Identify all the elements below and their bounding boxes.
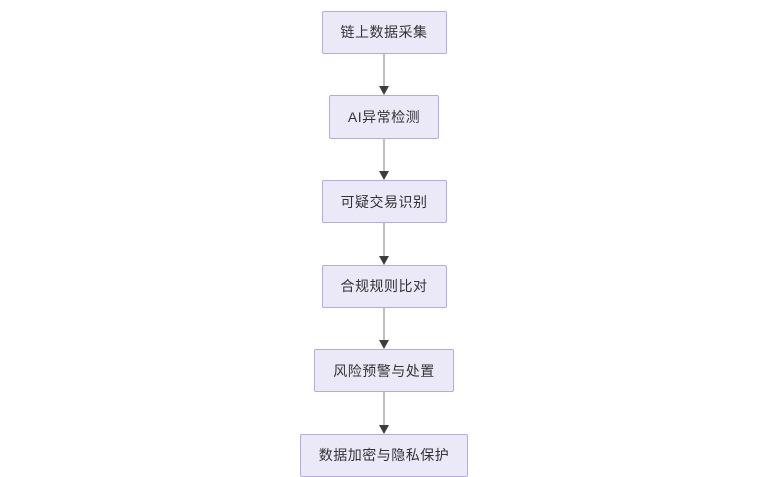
flow-node-label: 数据加密与隐私保护: [318, 447, 450, 464]
flow-node-suspicious-transaction-identification[interactable]: 可疑交易识别: [321, 180, 447, 224]
connector-line: [383, 54, 385, 89]
flow-connector-2: [377, 138, 391, 180]
down-arrow-icon: [379, 424, 389, 434]
flow-node-label: 合规规则比对: [340, 278, 428, 295]
down-arrow-icon: [379, 86, 389, 96]
connector-line: [383, 223, 385, 258]
flow-node-label: AI异常检测: [347, 109, 421, 126]
flow-node-data-encryption-and-privacy-protection[interactable]: 数据加密与隐私保护: [299, 433, 469, 477]
flow-node-chain-data-collection[interactable]: 链上数据采集: [321, 10, 447, 55]
flow-node-label: 风险预警与处置: [333, 362, 435, 379]
flow-node-ai-anomaly-detection[interactable]: AI异常检测: [328, 95, 440, 139]
flow-node-label: 链上数据采集: [340, 24, 428, 41]
connector-line: [383, 307, 385, 342]
flow-node-compliance-rule-matching[interactable]: 合规规则比对: [321, 264, 447, 308]
flow-connector-3: [377, 223, 391, 265]
down-arrow-icon: [379, 255, 389, 265]
connector-line: [383, 392, 385, 427]
flow-connector-5: [377, 392, 391, 434]
flow-node-risk-alert-and-handling[interactable]: 风险预警与处置: [314, 349, 454, 393]
down-arrow-icon: [379, 340, 389, 350]
flow-connector-1: [377, 54, 391, 96]
flow-node-label: 可疑交易识别: [340, 193, 428, 210]
down-arrow-icon: [379, 171, 389, 180]
top-spacer: [384, 0, 385, 11]
flow-connector-4: [377, 307, 391, 350]
connector-line: [383, 138, 385, 173]
